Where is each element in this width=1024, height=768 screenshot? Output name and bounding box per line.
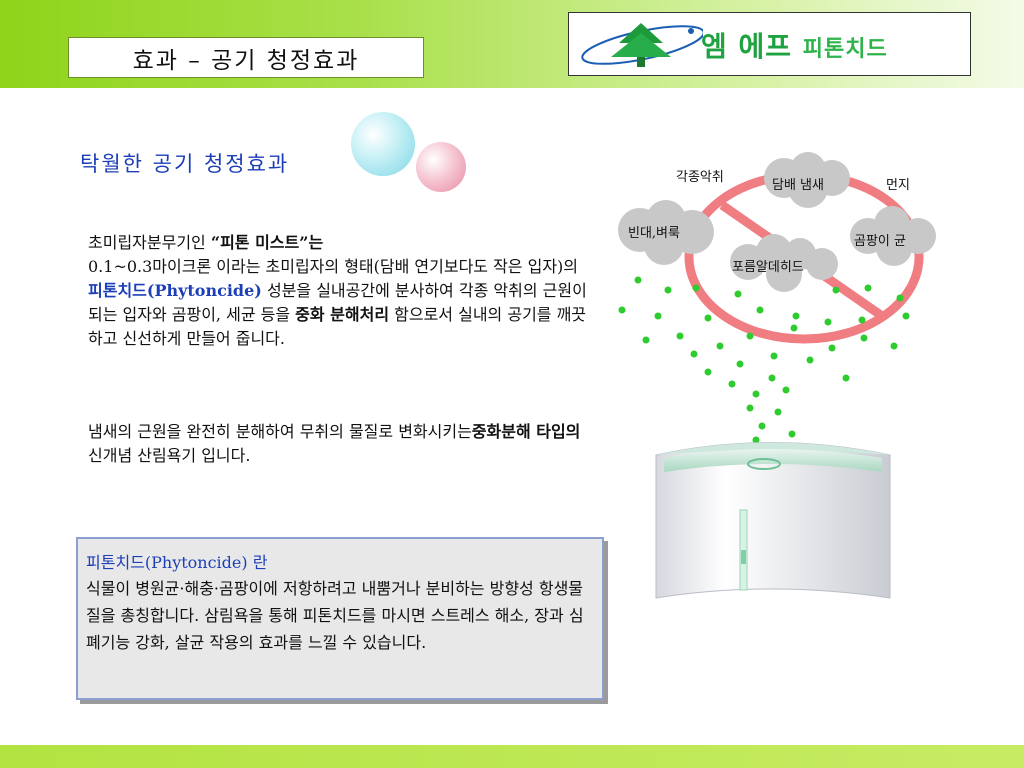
logo-main-text: 엠 에프 (701, 30, 793, 63)
neutralize-type-term: 중화분해 타입의 (471, 422, 581, 441)
para1-text-4: 함으로서 실내의 공기를 깨끗하고 신선하게 만들어 줍니다. (88, 305, 587, 348)
label-dust: 먼지 (886, 178, 910, 193)
label-cigarette-smell: 담배 냄새 (772, 178, 824, 193)
decorative-blue-circle (351, 112, 415, 176)
para1-text-2: 0.1~0.3마이크론 이라는 초미립자의 형태(담배 연기보다도 작은 입자)… (88, 257, 579, 276)
cloud-formaldehyde (730, 234, 838, 292)
logo-sub-text: 피톤치드 (802, 37, 888, 62)
cloud-cigarette (764, 152, 850, 208)
cloud-mold (850, 206, 936, 266)
para1-quote-close: ”는 (299, 233, 324, 252)
company-logo: 엠 에프 피톤치드 (568, 12, 971, 76)
para1-text-1: 초미립자분무기인 (88, 233, 211, 252)
info-box-body: 식물이 병원균·해충·곰팡이에 저항하려고 내뿜거나 분비하는 방향성 항생물질… (86, 579, 584, 652)
footer-bar (0, 745, 1024, 768)
label-bedbug-flea: 빈대,벼룩 (628, 226, 680, 241)
mist-particles (618, 276, 910, 472)
decorative-pink-circle (416, 142, 466, 192)
para1-quote-open: “ (210, 233, 221, 252)
label-mold: 곰팡이 균 (854, 234, 906, 249)
page-title: 효과 – 공기 청정효과 (68, 37, 424, 78)
para2-text-1: 냄새의 근원을 완전히 분해하여 무취의 물질로 변화시키는 (88, 422, 472, 441)
header-bar: 효과 – 공기 청정효과 엠 에프 피톤치드 (0, 0, 1024, 88)
description-paragraph: 초미립자분무기인 “피톤 미스트”는 0.1~0.3마이크론 이라는 초미립자의… (88, 231, 588, 351)
info-box-heading: 피톤치드(Phytoncide) 란 (86, 553, 268, 572)
label-formaldehyde: 포름알데히드 (732, 260, 804, 275)
cloud-bedbug (618, 200, 714, 265)
logo-text: 엠 에프 피톤치드 (701, 25, 888, 65)
mist-device (655, 442, 891, 599)
neutralize-term: 중화 분해처리 (295, 305, 390, 324)
product-name: 피톤 미스트 (220, 233, 300, 252)
description-paragraph-2: 냄새의 근원을 완전히 분해하여 무취의 물질로 변화시키는중화분해 타입의 신… (88, 420, 588, 468)
phytoncide-info-box: 피톤치드(Phytoncide) 란 식물이 병원균·해충·곰팡이에 저항하려고… (76, 537, 604, 700)
para2-text-2: 신개념 산림욕기 입니다. (88, 446, 251, 465)
purification-diagram: 각종악취 담배 냄새 먼지 빈대,벼룩 곰팡이 균 포름알데히드 (600, 150, 960, 600)
tree-logo-icon (581, 23, 703, 67)
phytoncide-term: 피톤치드(Phytoncide) (88, 281, 262, 300)
diagram-graphic (618, 152, 936, 599)
label-various-odors: 각종악취 (676, 170, 724, 185)
para1-text-3: 성분을 실내공간에 분사하여 각종 악취의 근원이 되는 입자와 곰팡이, 세균… (88, 281, 587, 324)
section-subtitle: 탁월한 공기 청정효과 (80, 152, 290, 176)
